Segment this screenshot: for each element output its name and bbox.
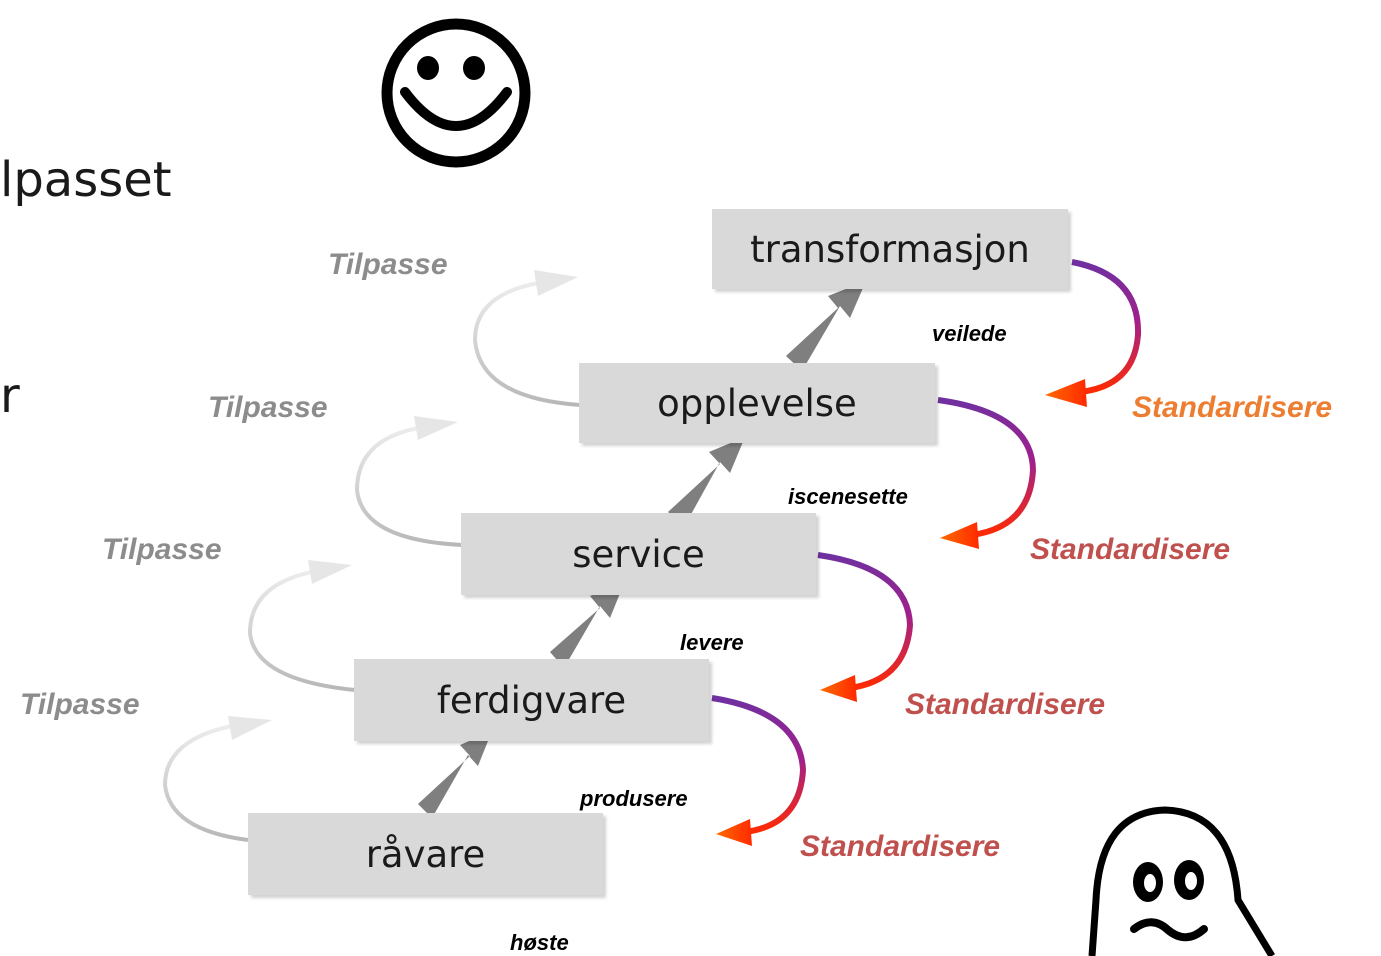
standardisere-label-2: Standardisere: [905, 688, 1106, 721]
smiley-icon: [381, 18, 531, 168]
standardisere-arrow-3: [937, 397, 1037, 549]
standardisere-arrow-1: [711, 695, 807, 846]
action-label-opplevelse: iscenesette: [788, 484, 908, 509]
tilpasse-label-3: Tilpasse: [208, 391, 328, 424]
action-label-transformasjon: veilede: [932, 321, 1007, 346]
stage-box-transformasjon: transformasjon: [712, 209, 1068, 289]
tilpasse-label-1: Tilpasse: [20, 688, 140, 721]
stage-box-service: service: [461, 513, 816, 595]
cut-off-text-line-1: lpasset: [0, 152, 172, 208]
standardisere-arrow-4: [1045, 259, 1142, 407]
action-label-ferdigvare: produsere: [580, 786, 688, 811]
tilpasse-label-2: Tilpasse: [102, 533, 222, 566]
up-arrow-3: [668, 437, 745, 527]
stage-label-opplevelse: opplevelse: [657, 381, 857, 425]
ghost-icon: [1088, 806, 1275, 956]
stage-label-transformasjon: transformasjon: [750, 227, 1030, 271]
up-arrow-1: [418, 731, 492, 818]
action-label-service: levere: [680, 630, 744, 655]
standardisere-label-3: Standardisere: [1030, 533, 1231, 566]
tilpasse-arrow-4: [472, 270, 581, 407]
tilpasse-label-4: Tilpasse: [328, 248, 448, 281]
tilpasse-arrow-2: [247, 560, 356, 692]
stage-box-ferdigvare: ferdigvare: [354, 659, 709, 741]
action-label-ravare: høste: [510, 930, 569, 955]
stage-label-ravare: råvare: [365, 832, 486, 876]
stage-label-ferdigvare: ferdigvare: [436, 678, 627, 722]
standardisere-label-1: Standardisere: [800, 830, 1001, 863]
tilpasse-arrow-3: [354, 416, 463, 547]
stage-box-opplevelse: opplevelse: [579, 363, 935, 443]
cut-off-text-line-2: r: [0, 368, 20, 424]
up-arrow-4: [786, 281, 866, 371]
stage-box-ravare: råvare: [248, 813, 603, 895]
standardisere-arrow-2: [817, 552, 914, 702]
standardisere-label-4: Standardisere: [1132, 391, 1333, 424]
tilpasse-arrow-1: [162, 716, 272, 842]
stage-label-service: service: [572, 532, 705, 576]
up-arrow-2: [550, 581, 625, 668]
